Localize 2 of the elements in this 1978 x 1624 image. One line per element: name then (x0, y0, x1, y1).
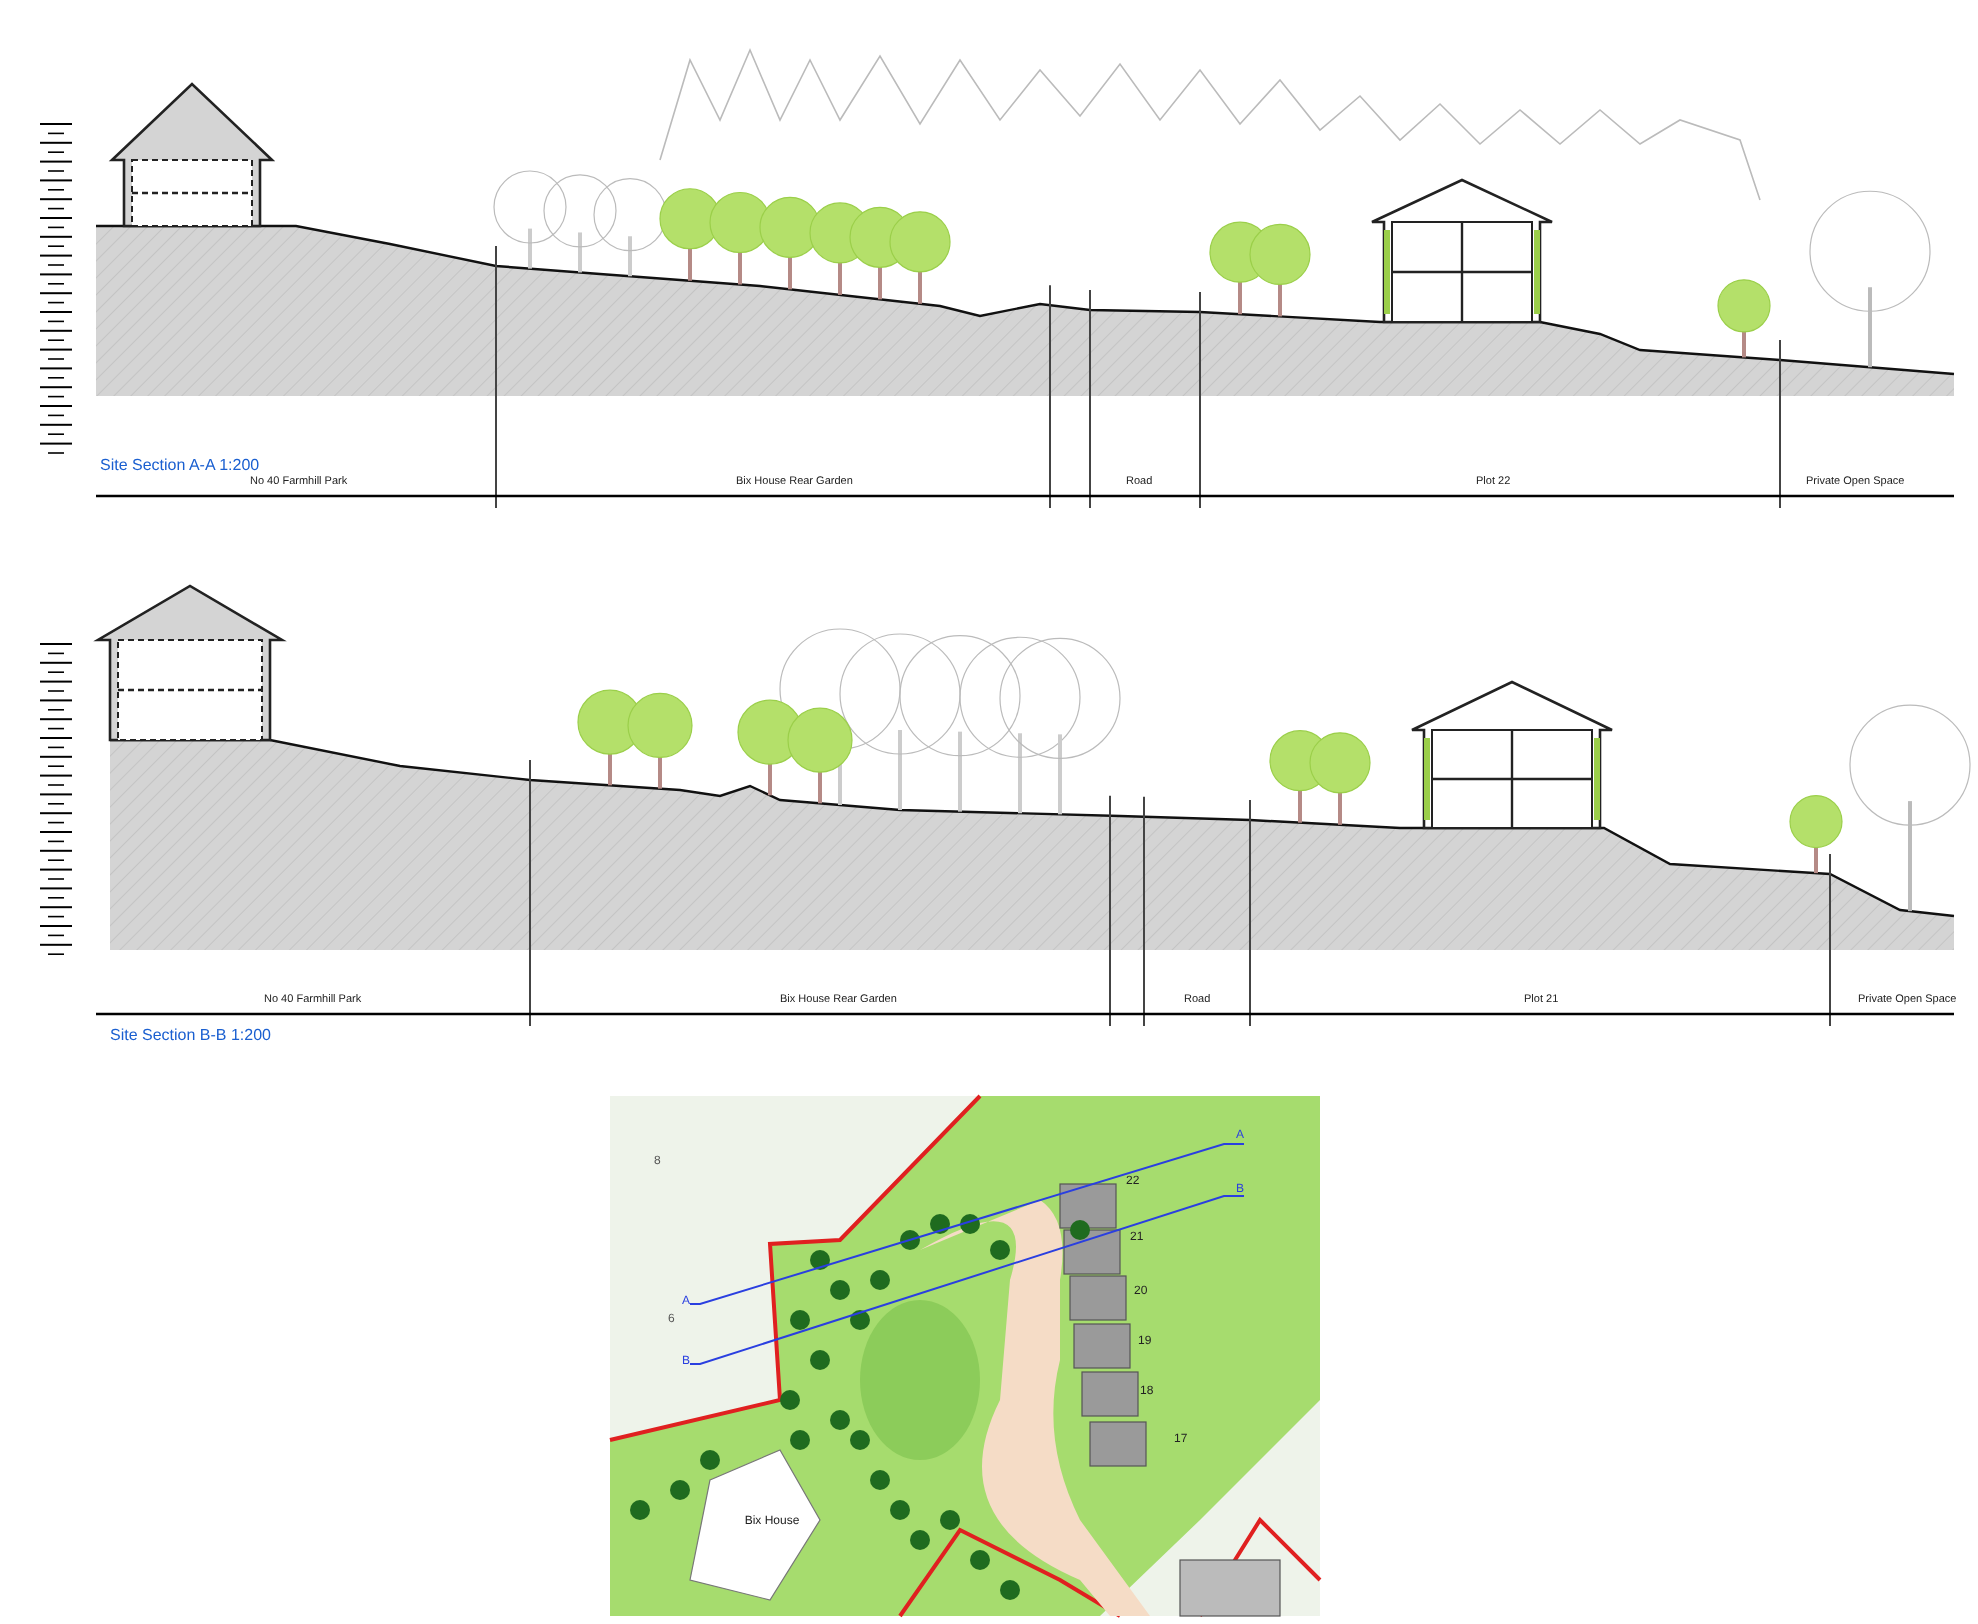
section-title: Site Section A-A 1:200 (100, 458, 260, 474)
section-title: Site Section B-B 1:200 (110, 1028, 271, 1044)
